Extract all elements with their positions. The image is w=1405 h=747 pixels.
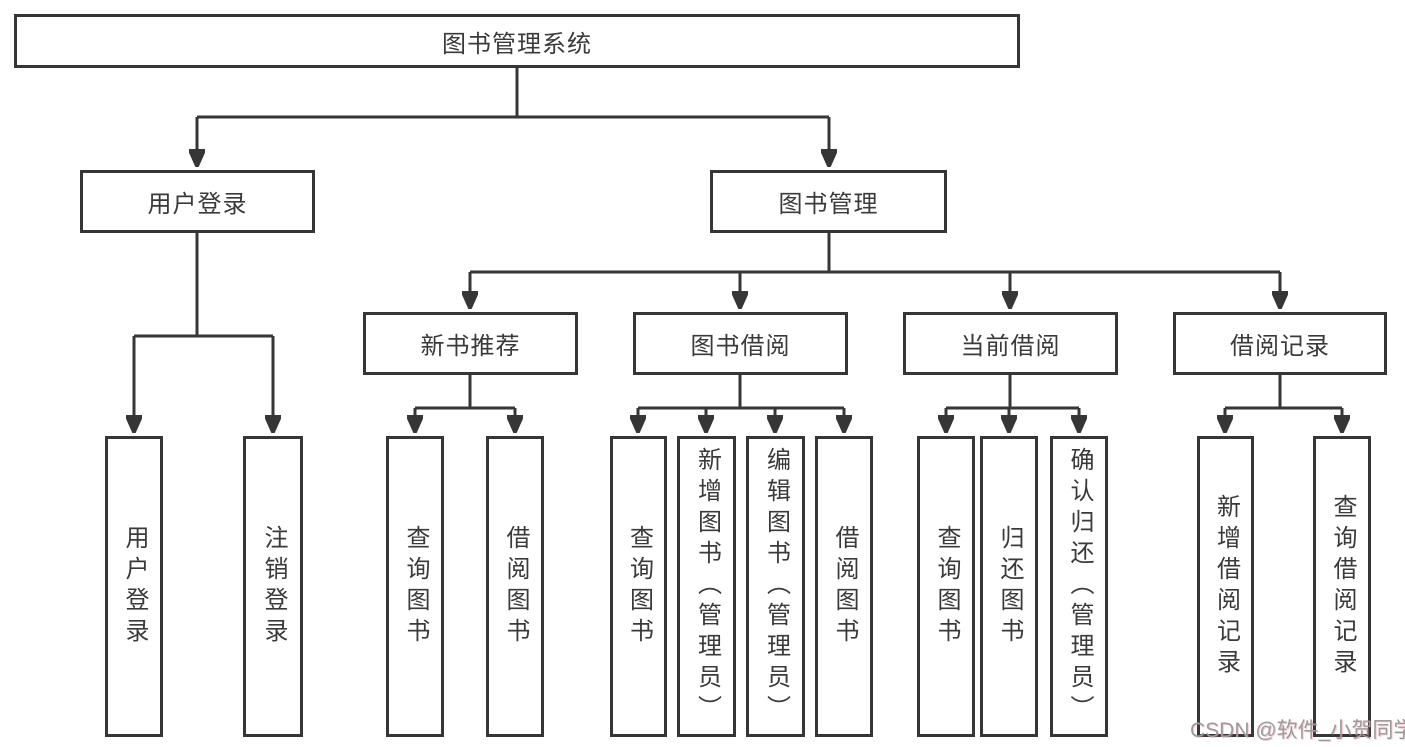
watermark: CSDN @软件_小贺同学 <box>1190 719 1405 742</box>
node-book-management: 图书管理 <box>710 170 947 233</box>
leaf-cb-query-books-label: 查询图书 <box>933 524 960 649</box>
node-new-book-recommend: 新书推荐 <box>363 312 578 375</box>
leaf-nbr-query-books: 查询图书 <box>386 436 444 737</box>
leaf-bb-query-books-label: 查询图书 <box>625 524 653 649</box>
connector-borrow-records-children <box>1225 375 1342 432</box>
leaf-cb-return-books: 归还图书 <box>980 436 1038 737</box>
node-book-borrowing-label: 图书借阅 <box>690 333 791 360</box>
connector-book-management-children <box>470 233 1280 308</box>
leaf-cb-confirm-return: 确认归还（管理员） <box>1050 436 1108 737</box>
leaf-nbr-borrow-books: 借阅图书 <box>486 436 544 737</box>
leaf-br-query-record: 查询借阅记录 <box>1313 436 1371 737</box>
leaf-bb-edit-books: 编辑图书（管理员） <box>746 436 805 737</box>
leaf-cb-return-books-label: 归还图书 <box>996 524 1023 649</box>
leaf-user-login: 用户登录 <box>105 436 163 737</box>
node-book-borrowing: 图书借阅 <box>633 312 848 375</box>
node-new-book-recommend-label: 新书推荐 <box>420 333 521 360</box>
connector-book-borrowing-children <box>638 375 844 432</box>
leaf-logout: 注销登录 <box>243 436 303 737</box>
node-book-management-label: 图书管理 <box>778 191 879 218</box>
node-borrow-records-label: 借阅记录 <box>1230 333 1330 360</box>
leaf-cb-confirm-return-label: 确认归还（管理员） <box>1066 447 1093 726</box>
node-current-borrowing-label: 当前借阅 <box>960 333 1061 360</box>
leaf-br-add-record-label: 新增借阅记录 <box>1212 493 1240 680</box>
leaf-user-login-label: 用户登录 <box>121 524 148 649</box>
connector-current-borrowing-children <box>946 375 1079 432</box>
leaf-logout-label: 注销登录 <box>260 524 287 649</box>
leaf-nbr-query-books-label: 查询图书 <box>402 524 429 649</box>
leaf-bb-add-books-label: 新增图书（管理员） <box>693 447 721 726</box>
leaf-br-add-record: 新增借阅记录 <box>1197 436 1254 737</box>
leaf-bb-borrow-books-label: 借阅图书 <box>831 524 858 649</box>
node-borrow-records: 借阅记录 <box>1173 312 1387 375</box>
leaf-bb-borrow-books: 借阅图书 <box>815 436 873 737</box>
node-user-login-label: 用户登录 <box>147 191 248 218</box>
connector-root-to-level2 <box>197 68 829 166</box>
connector-new-book-recommend-children <box>415 375 515 432</box>
node-root-label: 图书管理系统 <box>442 30 592 58</box>
leaf-bb-edit-books-label: 编辑图书（管理员） <box>762 447 790 726</box>
connector-user-login-children <box>134 233 273 432</box>
leaf-bb-add-books: 新增图书（管理员） <box>677 436 736 737</box>
leaf-br-query-record-label: 查询借阅记录 <box>1329 493 1356 680</box>
leaf-bb-query-books: 查询图书 <box>610 436 667 737</box>
node-user-login: 用户登录 <box>80 170 315 233</box>
node-current-borrowing: 当前借阅 <box>903 312 1118 375</box>
leaf-cb-query-books: 查询图书 <box>917 436 975 737</box>
leaf-nbr-borrow-books-label: 借阅图书 <box>502 524 529 649</box>
node-root: 图书管理系统 <box>14 14 1020 68</box>
